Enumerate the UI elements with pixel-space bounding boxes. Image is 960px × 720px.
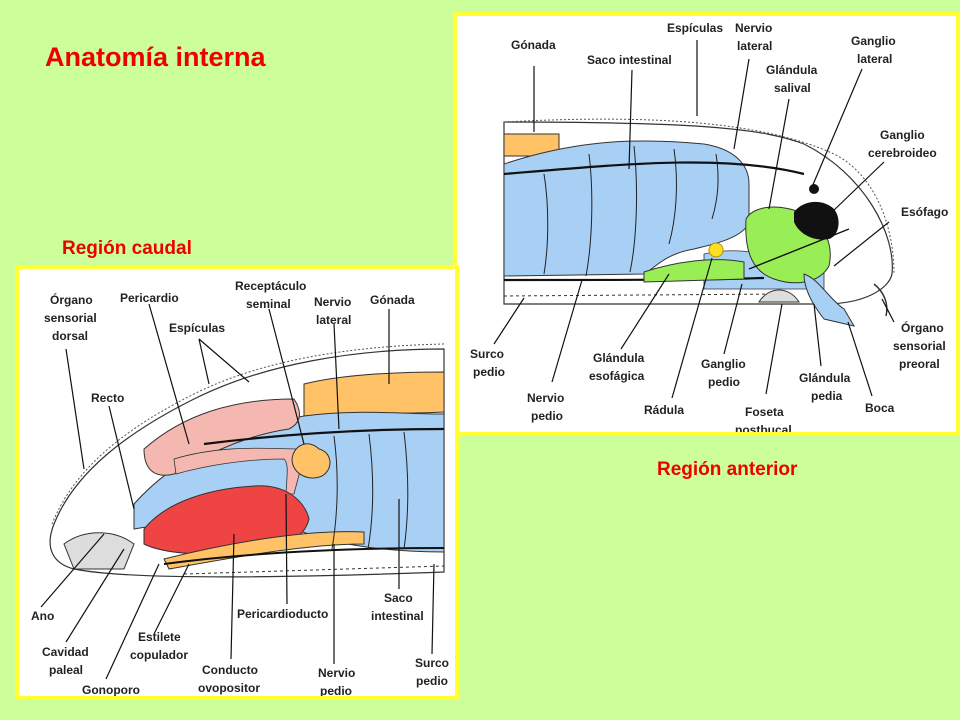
label-nervio-lateral-1: Nervio xyxy=(314,295,351,309)
label-organo-dorsal-3: dorsal xyxy=(52,329,88,343)
label-recto: Recto xyxy=(91,391,124,405)
label-glandula-esofagica-2: esofágica xyxy=(589,369,645,383)
label-receptaculo-2: seminal xyxy=(246,297,291,311)
anterior-region-diagram: Gónada Espículas Nervio lateral Saco int… xyxy=(470,21,948,436)
label-gonada: Gónada xyxy=(370,293,415,307)
label-surco-1: Surco xyxy=(415,656,449,670)
label-estilete-1: Estilete xyxy=(138,630,181,644)
label-ganglio-cerebroideo-2: cerebroideo xyxy=(868,146,937,160)
label-organo-dorsal-2: sensorial xyxy=(44,311,97,325)
label-gonada: Gónada xyxy=(511,38,556,52)
label-nervio-pedio-1: Nervio xyxy=(527,391,564,405)
label-radula: Rádula xyxy=(644,403,684,417)
label-ganglio-pedio-2: pedio xyxy=(708,375,740,389)
label-esofago: Esófago xyxy=(901,205,948,219)
label-saco-1: Saco xyxy=(384,591,413,605)
label-glandula-pedia-1: Glándula xyxy=(799,371,851,385)
label-pericardio: Pericardio xyxy=(120,291,179,305)
label-pericardioducto: Pericardioducto xyxy=(237,607,328,621)
label-organo-preoral-2: sensorial xyxy=(893,339,946,353)
label-glandula-pedia-2: pedia xyxy=(811,389,843,403)
esophageal-gland-shape xyxy=(643,259,745,283)
label-organo-preoral-1: Órgano xyxy=(901,320,944,335)
label-espiculas: Espículas xyxy=(667,21,723,35)
label-cavidad-2: paleal xyxy=(49,663,83,677)
label-ganglio-cerebroideo-1: Ganglio xyxy=(880,128,925,142)
label-nervio-lateral-2: lateral xyxy=(316,313,351,327)
label-saco-2: intestinal xyxy=(371,609,424,623)
label-ganglio-lateral-1: Ganglio xyxy=(851,34,896,48)
label-nervio-pedio-2: pedio xyxy=(320,684,352,698)
label-organo-preoral-3: preoral xyxy=(899,357,940,371)
page-title: Anatomía interna xyxy=(45,42,266,72)
label-receptaculo-1: Receptáculo xyxy=(235,279,306,293)
label-glandula-esofagica-1: Glándula xyxy=(593,351,645,365)
label-gonoporo: Gonoporo xyxy=(82,683,140,697)
label-glandula-salival-1: Glándula xyxy=(766,63,818,77)
label-organo-dorsal-1: Órgano xyxy=(50,292,93,307)
label-surco-pedio-2: pedio xyxy=(473,365,505,379)
label-foseta-1: Foseta xyxy=(745,405,784,419)
anterior-region-panel: Gónada Espículas Nervio lateral Saco int… xyxy=(453,12,960,436)
label-saco-intestinal: Saco intestinal xyxy=(587,53,672,67)
radula-shape xyxy=(708,242,724,258)
label-conducto-1: Conducto xyxy=(202,663,258,677)
caudal-region-panel: Órgano sensorial dorsal Pericardio Recep… xyxy=(15,265,459,700)
label-espiculas: Espículas xyxy=(169,321,225,335)
section-title-anterior: Región anterior xyxy=(657,459,798,480)
cerebral-ganglion-shape xyxy=(794,201,839,240)
label-nervio-pedio-1: Nervio xyxy=(318,666,355,680)
label-nervio-lateral-2: lateral xyxy=(737,39,772,53)
label-ganglio-pedio-1: Ganglio xyxy=(701,357,746,371)
label-nervio-pedio-2: pedio xyxy=(531,409,563,423)
label-ganglio-lateral-2: lateral xyxy=(857,52,892,66)
label-cavidad-1: Cavidad xyxy=(42,645,89,659)
label-foseta-2: postbucal xyxy=(735,423,792,436)
section-title-caudal: Región caudal xyxy=(62,238,192,259)
label-ano: Ano xyxy=(31,609,54,623)
label-nervio-lateral-1: Nervio xyxy=(735,21,772,35)
label-estilete-2: copulador xyxy=(130,648,188,662)
label-surco-2: pedio xyxy=(416,674,448,688)
seminal-receptacle-shape xyxy=(291,443,331,479)
label-glandula-salival-2: salival xyxy=(774,81,811,95)
caudal-region-diagram: Órgano sensorial dorsal Pericardio Recep… xyxy=(31,279,449,698)
intestinal-sac-shape xyxy=(503,140,750,277)
label-boca: Boca xyxy=(865,401,895,415)
label-surco-pedio-1: Surco xyxy=(470,347,504,361)
label-conducto-2: ovopositor xyxy=(198,681,260,695)
